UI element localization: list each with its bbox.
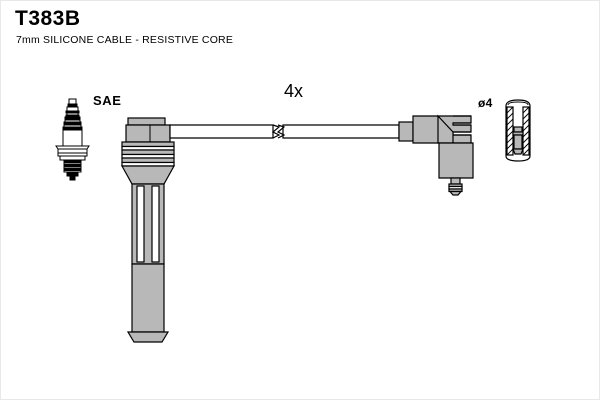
spark-plug: [55, 98, 90, 181]
page-title: T383B: [15, 7, 81, 30]
spark-plug-boot: [120, 117, 176, 343]
part-description: 7mm SILICONE CABLE - RESISTIVE CORE: [16, 34, 234, 46]
diameter-label: ø4: [478, 96, 493, 110]
ignition-cable: [169, 124, 400, 139]
right-angle-connector: [398, 114, 474, 196]
quantity-label: 4x: [284, 81, 304, 101]
spark-plug-standard-label: SAE: [93, 93, 122, 108]
terminal-cross-section: [505, 99, 531, 162]
